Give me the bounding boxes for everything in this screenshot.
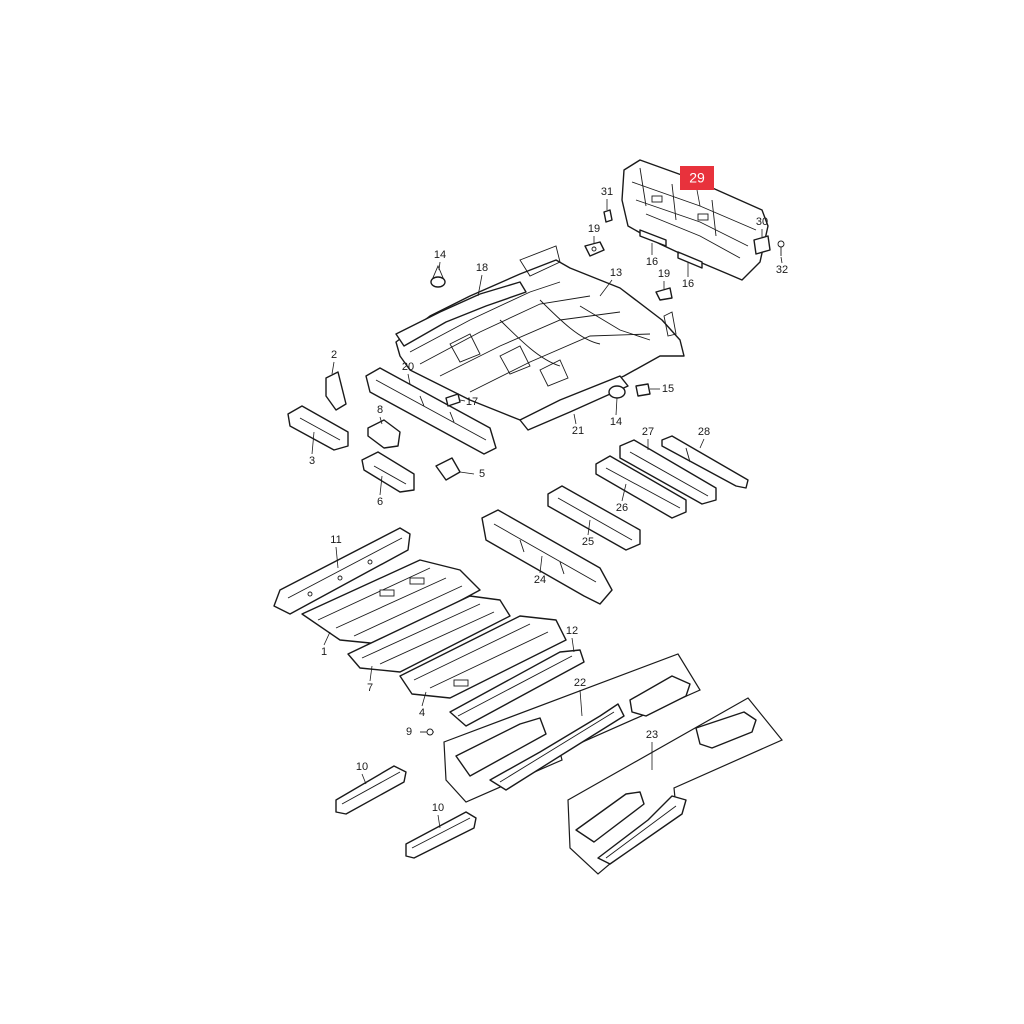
part-4-floor-panel[interactable] [399, 615, 567, 699]
callout-12: 12 [566, 625, 578, 637]
part-32-bolt[interactable] [777, 240, 785, 256]
callout-28: 28 [698, 426, 710, 438]
part-25-crossmember[interactable] [547, 485, 641, 551]
part-12-tunnel-rail[interactable] [449, 649, 585, 727]
callout-4: 4 [419, 707, 425, 719]
callout-21: 21 [572, 425, 584, 437]
part-15-clip[interactable] [635, 383, 651, 397]
part-14-cup-lower[interactable] [608, 385, 626, 399]
callout-10-upper: 10 [356, 761, 368, 773]
part-20-crossmember[interactable] [365, 367, 497, 455]
part-1-front-floor[interactable] [301, 559, 481, 645]
callout-31: 31 [601, 186, 613, 198]
part-7-floor-panel[interactable] [347, 595, 511, 673]
callout-17: 17 [466, 396, 478, 408]
part-16-strip-left[interactable] [639, 229, 667, 247]
callout-9: 9 [406, 726, 412, 738]
callout-16-right: 16 [682, 278, 694, 290]
callout-19-lower: 19 [658, 268, 670, 280]
callout-32: 32 [776, 264, 788, 276]
callout-18: 18 [476, 262, 488, 274]
callout-24: 24 [534, 574, 546, 586]
part-6-bracket[interactable] [361, 451, 415, 493]
part-26-crossmember[interactable] [595, 455, 687, 519]
callout-29-label: 29 [689, 170, 705, 186]
callout-26: 26 [616, 502, 628, 514]
callout-20: 20 [402, 361, 414, 373]
callout-19-upper: 19 [588, 223, 600, 235]
part-9-bolt[interactable] [420, 728, 434, 736]
callout-7: 7 [367, 682, 373, 694]
part-19-bracket-lower[interactable] [655, 287, 673, 301]
callout-13: 13 [610, 267, 622, 279]
part-30-bracket[interactable] [753, 235, 771, 255]
callout-3: 3 [309, 455, 315, 467]
callout-2: 2 [331, 349, 337, 361]
callout-23: 23 [646, 729, 658, 741]
callout-11: 11 [330, 534, 341, 546]
part-22-group-box[interactable] [443, 653, 701, 803]
callout-30: 30 [756, 216, 768, 228]
part-14-cup-upper[interactable] [430, 264, 446, 288]
callout-29[interactable]: 29 [680, 166, 714, 190]
part-5-bracket[interactable] [435, 457, 461, 481]
part-28-crossmember[interactable] [661, 435, 749, 489]
callout-25: 25 [582, 536, 594, 548]
callout-5: 5 [479, 468, 485, 480]
part-2-bracket[interactable] [325, 371, 347, 411]
callout-22: 22 [574, 677, 586, 689]
callout-6: 6 [377, 496, 383, 508]
part-31-clip[interactable] [603, 209, 613, 223]
part-8-bracket[interactable] [367, 419, 401, 449]
callout-14-lower: 14 [610, 416, 622, 428]
callout-15: 15 [662, 383, 674, 395]
part-23-group-box[interactable] [567, 697, 783, 875]
callout-1: 1 [321, 646, 327, 658]
part-24-crossmember[interactable] [481, 509, 613, 605]
part-27-crossmember[interactable] [619, 439, 717, 505]
part-11-side-rail[interactable] [273, 527, 411, 615]
callout-16-left: 16 [646, 256, 658, 268]
callout-8: 8 [377, 404, 383, 416]
part-3-bracket[interactable] [287, 405, 349, 451]
callout-27: 27 [642, 426, 654, 438]
callout-14-upper: 14 [434, 249, 446, 261]
part-18-side-member[interactable] [395, 281, 527, 347]
callout-10-lower: 10 [432, 802, 444, 814]
part-10-sill-lower[interactable] [405, 811, 477, 859]
part-19-bracket-upper[interactable] [584, 241, 605, 257]
part-16-strip-right[interactable] [677, 251, 703, 269]
part-10-sill-upper[interactable] [335, 765, 407, 815]
part-17-clip[interactable] [445, 393, 461, 407]
part-21-rear-member[interactable] [519, 375, 629, 431]
